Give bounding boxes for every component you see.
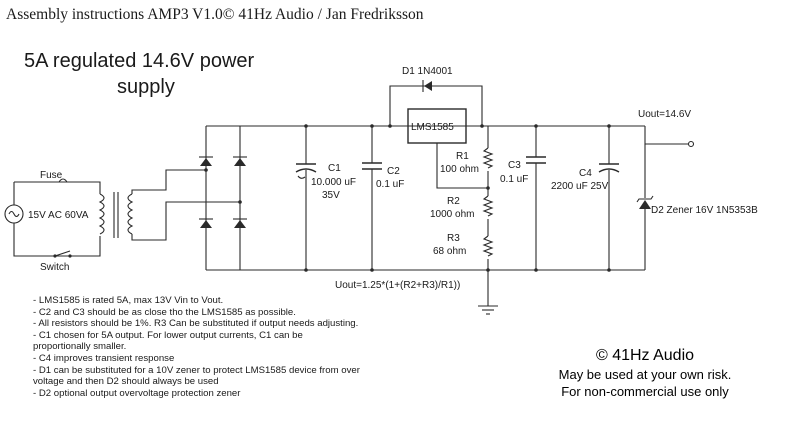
bridge-diode-icon xyxy=(199,156,213,166)
note-line: - D1 can be substituted for a 10V zener … xyxy=(33,364,360,376)
note-line: voltage and then D2 should always be use… xyxy=(33,376,219,388)
capacitor-c4 xyxy=(598,126,620,270)
c4-name: C4 xyxy=(579,168,592,179)
r2-name: R2 xyxy=(447,196,460,207)
regulator-lms1585 xyxy=(407,108,488,189)
bridge-rectifier xyxy=(199,125,645,271)
transformer-primary-coil xyxy=(98,193,105,235)
note-line: - D2 optional output overvoltage protect… xyxy=(33,387,241,399)
ground-symbol xyxy=(478,270,498,315)
resistor-r1-icon xyxy=(482,147,494,169)
diode-d1 xyxy=(389,80,483,126)
note-line: - C4 improves transient response xyxy=(33,352,175,364)
output-terminal xyxy=(687,140,695,148)
capacitor-c2 xyxy=(362,126,382,270)
r2-value: 1000 ohm xyxy=(430,209,474,220)
copyright-block: © 41Hz Audio May be used at your own ris… xyxy=(520,346,770,400)
c4-value: 2200 uF 25V xyxy=(551,181,609,192)
capacitor-c3 xyxy=(526,126,546,270)
note-line: - C1 chosen for 5A output. For lower out… xyxy=(33,329,303,341)
document-header: Assembly instructions AMP3 V1.0© 41Hz Au… xyxy=(6,6,424,23)
note-line: - LMS1585 is rated 5A, max 13V Vin to Vo… xyxy=(33,295,224,306)
switch-icon xyxy=(54,250,71,257)
disclaimer-line: May be used at your own risk. xyxy=(558,367,732,382)
r3-value: 68 ohm xyxy=(433,246,466,257)
c2-value: 0.1 uF xyxy=(376,179,404,190)
resistor-chain xyxy=(482,126,494,270)
c1-voltage: 35V xyxy=(322,190,340,201)
zener-diode-d2 xyxy=(636,144,654,270)
switch-label: Switch xyxy=(40,262,69,273)
c1-name: C1 xyxy=(328,163,341,174)
zener-icon xyxy=(639,200,651,209)
resistor-r3-icon xyxy=(482,235,494,257)
r1-value: 100 ohm xyxy=(440,164,479,175)
r1-name: R1 xyxy=(456,151,469,162)
c3-name: C3 xyxy=(508,160,521,171)
ac-source-section xyxy=(4,169,240,258)
title-line-2: supply xyxy=(117,76,175,98)
regulator-label: LMS1585 xyxy=(411,122,454,133)
c1-value: 10.000 uF xyxy=(311,177,356,188)
output-label: Uout=14.6V xyxy=(638,109,691,120)
r3-name: R3 xyxy=(447,233,460,244)
notes-block: - LMS1585 is rated 5A, max 13V Vin to Vo… xyxy=(33,295,453,399)
bridge-diode-icon xyxy=(233,156,247,166)
diode-d1-icon xyxy=(424,81,432,91)
copyright-line: © 41Hz Audio xyxy=(595,347,695,364)
bridge-diode-icon xyxy=(233,218,247,228)
usage-line: For non-commercial use only xyxy=(561,384,729,399)
d2-label: D2 Zener 16V 1N5353B xyxy=(651,205,758,216)
capacitor-c1 xyxy=(295,126,317,270)
fuse-icon xyxy=(58,178,68,183)
note-line: - C2 and C3 should be as close tho the L… xyxy=(33,306,296,318)
formula-label: Uout=1.25*(1+(R2+R3)/R1)) xyxy=(335,280,460,291)
transformer-secondary-coil xyxy=(127,193,134,235)
c2-name: C2 xyxy=(387,166,400,177)
bridge-diode-icon xyxy=(199,218,213,228)
d1-label: D1 1N4001 xyxy=(402,66,453,77)
title-line-1: 5A regulated 14.6V power xyxy=(24,50,255,72)
source-label: 15V AC 60VA xyxy=(28,210,89,221)
fuse-label: Fuse xyxy=(40,170,63,181)
note-line: - All resistors should be 1%. R3 Can be … xyxy=(33,318,359,330)
note-line: proportionally smaller. xyxy=(33,341,127,353)
c3-value: 0.1 uF xyxy=(500,174,528,185)
resistor-r2-icon xyxy=(482,195,494,217)
